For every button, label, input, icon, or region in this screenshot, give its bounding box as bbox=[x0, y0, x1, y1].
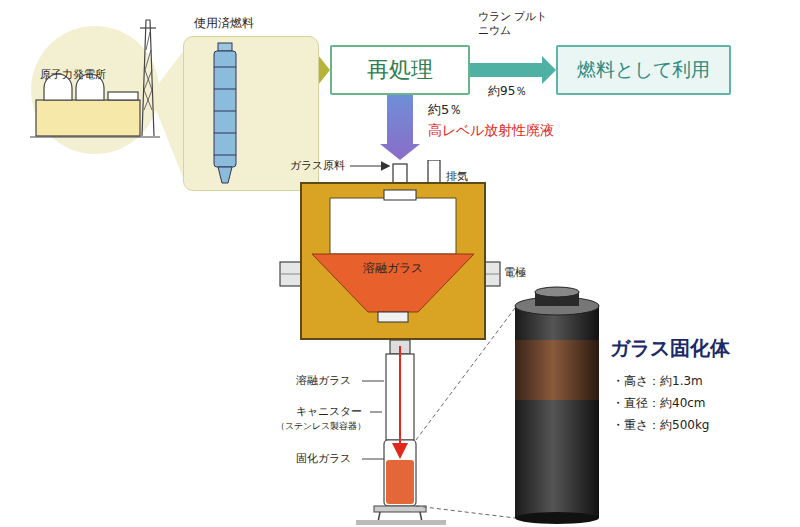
output-box: 燃料として利用 bbox=[556, 45, 731, 95]
glass-cylinder bbox=[515, 287, 599, 524]
part-label: キャニスター bbox=[296, 405, 362, 419]
leader-line bbox=[362, 381, 384, 459]
percent-label: 約95％ bbox=[488, 84, 527, 99]
product-title: ガラス固化体 bbox=[610, 336, 730, 361]
fuel-rod bbox=[214, 89, 236, 90]
fuel-rod bbox=[214, 51, 236, 167]
fuel-rod bbox=[218, 167, 232, 183]
flow-arrow bbox=[318, 55, 330, 85]
melter: 溶融ガラス bbox=[300, 160, 486, 340]
spec-item: ・重さ：約500kg bbox=[612, 418, 709, 433]
fuel-rod bbox=[214, 67, 236, 68]
inlet bbox=[384, 190, 416, 200]
node-text: 使用済燃料 bbox=[194, 15, 254, 32]
part-label: 固化ガラス bbox=[296, 452, 351, 466]
plant-label: 原子力発電所 bbox=[40, 68, 106, 82]
flow-arrow bbox=[380, 95, 420, 160]
node-text: 再処理 bbox=[367, 55, 433, 85]
process-box: 再処理 bbox=[330, 45, 470, 95]
part-label: 排気 bbox=[446, 170, 468, 184]
fuel-rod bbox=[214, 133, 236, 134]
node-text: 燃料として利用 bbox=[577, 57, 710, 83]
node-text: 溶融ガラス bbox=[300, 260, 486, 277]
fuel-rod bbox=[218, 43, 232, 51]
spec-item: ・高さ：約1.3m bbox=[612, 374, 703, 389]
power-plant bbox=[30, 20, 184, 180]
melter-housing bbox=[301, 183, 485, 339]
melter-art bbox=[300, 160, 486, 340]
waste-label: 高レベル放射性廃液 bbox=[428, 122, 554, 140]
part-label: 電極 bbox=[504, 266, 526, 280]
percent-label: 約5％ bbox=[428, 102, 462, 118]
fuel-rod bbox=[214, 111, 236, 112]
arrow-note: ウラン プルトニウム bbox=[478, 10, 554, 38]
part-label: ガラス原料 bbox=[290, 159, 345, 173]
part-label: （ステンレス製容器） bbox=[276, 421, 366, 432]
canister bbox=[356, 340, 446, 525]
part-label: 溶融ガラス bbox=[296, 374, 351, 388]
feed-arrow bbox=[350, 165, 388, 166]
outlet bbox=[378, 312, 408, 322]
spec-item: ・直径：約40cm bbox=[612, 396, 706, 411]
melter-chamber bbox=[330, 198, 456, 254]
fuel-rod bbox=[214, 155, 236, 156]
flow-arrow bbox=[470, 56, 556, 84]
